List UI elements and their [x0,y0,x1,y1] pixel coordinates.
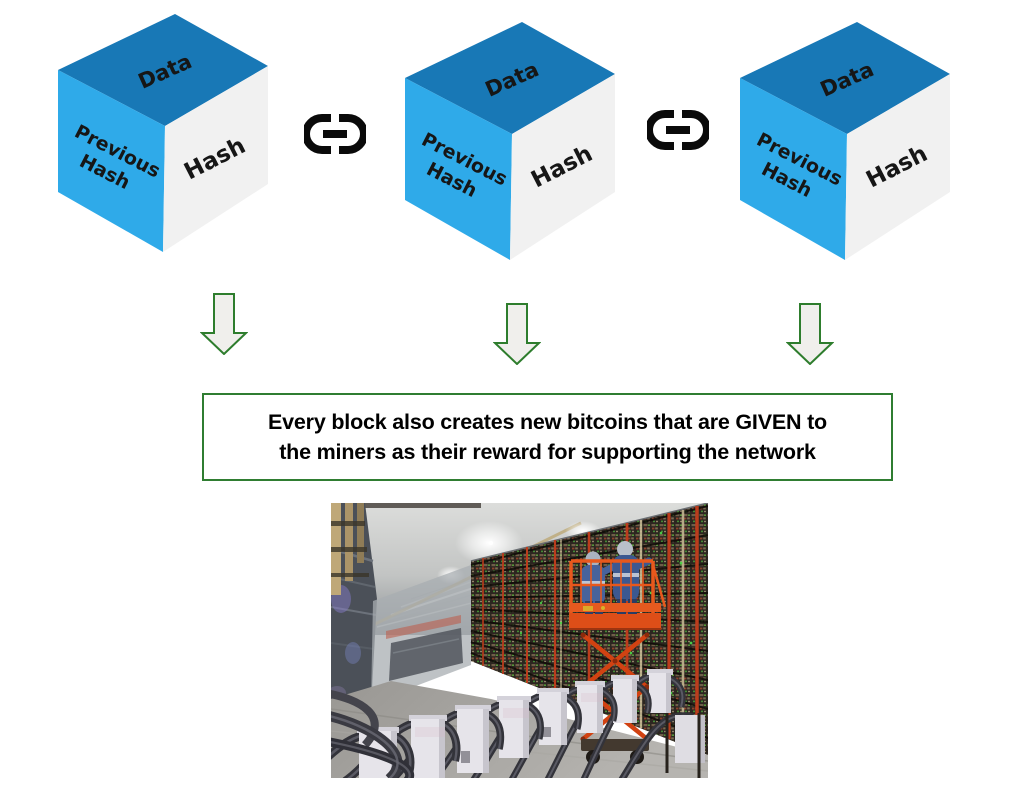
chain-link-glyph [304,114,366,154]
down-arrow-icon [786,303,834,365]
down-arrow-icon [200,293,248,355]
caption-line-1: Every block also creates new bitcoins th… [268,410,827,434]
photo-cabinets-and-cables [331,669,686,778]
cube-top-face [58,14,268,126]
bitcoin-mining-farm-photo [331,503,708,778]
cube-right-face [163,66,268,252]
photo-cabinet-right [618,699,705,778]
block-cube-3: Data Previous Hash Hash [740,22,950,260]
chain-link-icon [647,110,709,150]
cube-right-face [510,74,615,260]
down-arrow-shape [493,303,541,365]
photo-cable-bundles [331,690,415,778]
chain-link-glyph [647,110,709,150]
cube-top-face [740,22,950,134]
chain-link-icon [304,114,366,154]
photo-corridor [371,565,471,703]
down-arrow-shape [786,303,834,365]
block-cube-2: Data Previous Hash Hash [405,22,615,260]
block-cube-1: Data Previous Hash Hash [58,14,268,252]
down-arrow-icon [493,303,541,365]
cube-right-face [845,74,950,260]
cube-top-face [405,22,615,134]
caption-line-2: the miners as their reward for supportin… [279,440,816,464]
cube-left-face [58,70,165,252]
caption-box: Every block also creates new bitcoins th… [202,393,893,481]
cube-left-face [740,78,847,260]
down-arrow-shape [200,293,248,355]
cube-left-face [405,78,512,260]
photo-left-wall [331,503,377,721]
